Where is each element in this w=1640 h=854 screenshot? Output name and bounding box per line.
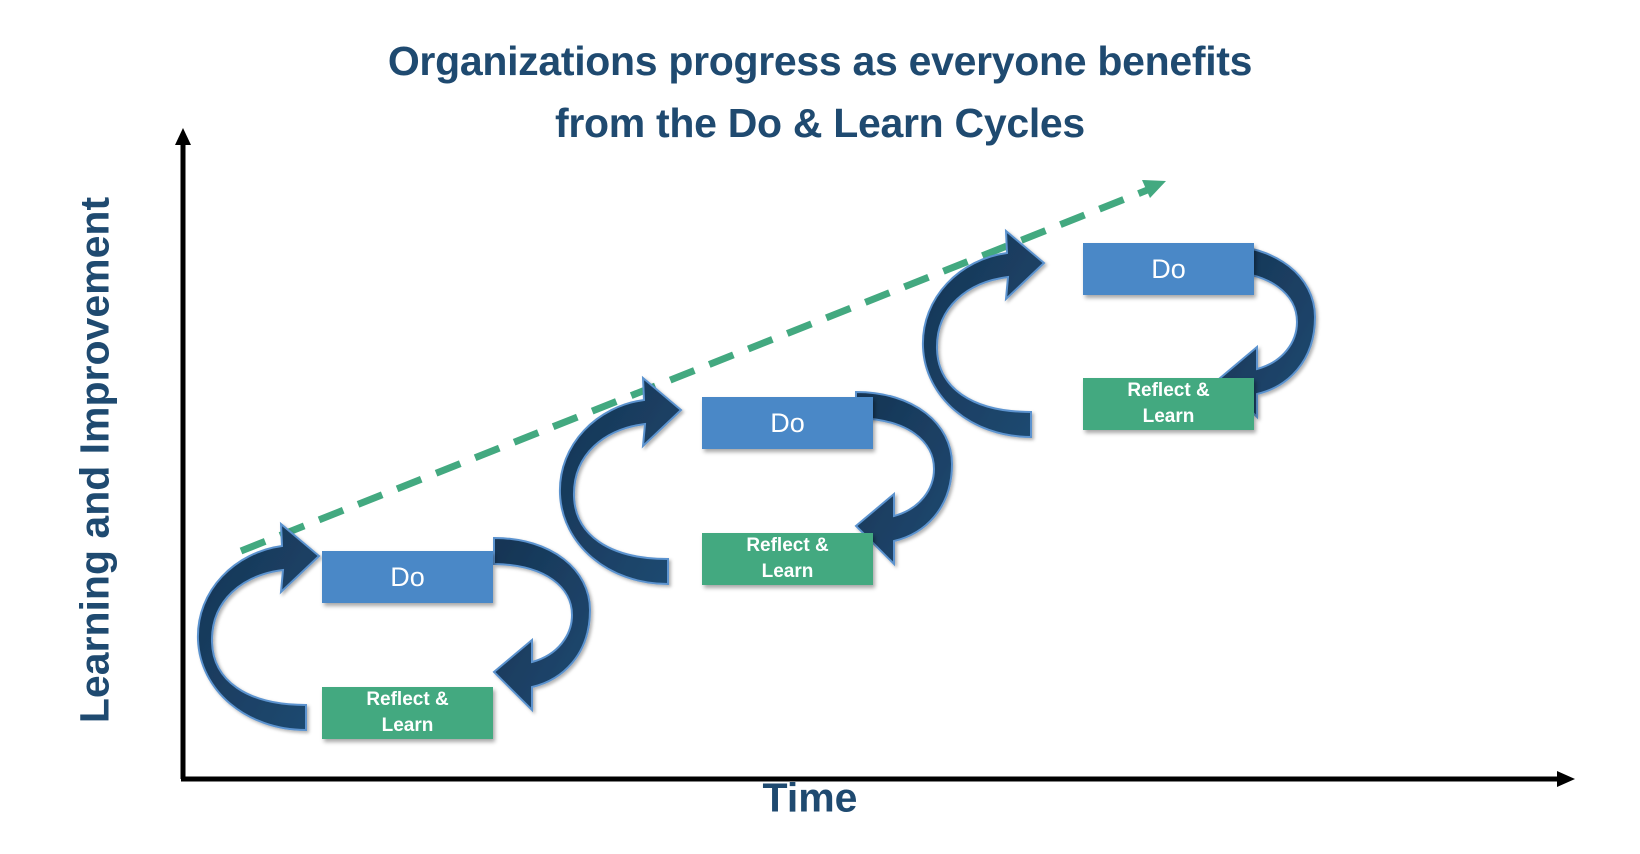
trend-arrow <box>239 180 1166 555</box>
cycle-2-do-box: Do <box>702 397 873 449</box>
cycle-1-reflect-label-1: Reflect & <box>366 689 449 710</box>
trend-arrowhead-icon <box>1142 180 1166 198</box>
title-line-2: from the Do & Learn Cycles <box>555 100 1085 146</box>
y-axis-label: Learning and Improvement <box>71 196 118 724</box>
cycle-2-reflect-label-2: Learn <box>761 561 814 582</box>
cycle-1-do-box: Do <box>322 551 493 603</box>
cycle-3-do-label: Do <box>1151 253 1186 284</box>
cycle-3-reflect-box: Reflect & Learn <box>1083 378 1254 430</box>
cycle-1-reflect-box: Reflect & Learn <box>322 687 493 739</box>
title-line-1: Organizations progress as everyone benef… <box>387 38 1253 84</box>
cycle-2-do-label: Do <box>770 407 805 438</box>
cycle-1-do-label: Do <box>390 561 425 592</box>
cycle-3-reflect-label-2: Learn <box>1142 406 1195 427</box>
cycle-2-reflect-box: Reflect & Learn <box>702 533 873 585</box>
cycle-1-reflect-label-2: Learn <box>381 715 434 736</box>
diagram-title: Organizations progress as everyone benef… <box>0 30 1640 154</box>
x-axis-label: Time <box>762 774 858 821</box>
cycle-3-do-box: Do <box>1083 243 1254 295</box>
x-axis <box>181 771 1575 787</box>
cycle-2-reflect-label-1: Reflect & <box>746 535 829 556</box>
cycle-3-reflect-label-1: Reflect & <box>1127 380 1210 401</box>
y-axis <box>175 128 191 779</box>
